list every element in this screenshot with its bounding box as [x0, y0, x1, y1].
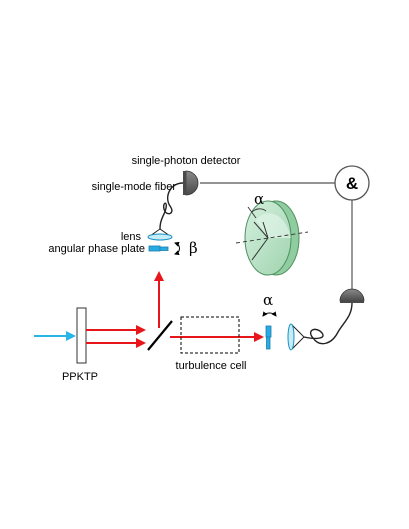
- angular-phase-plate-label: angular phase plate: [48, 243, 145, 255]
- coincidence-wires: [200, 182, 353, 290]
- crystal-label: PPKTP: [62, 371, 98, 383]
- single-mode-fiber-label: single-mode fiber: [92, 181, 177, 193]
- lens-right-icon: [287, 323, 295, 351]
- single-photon-detector-top: [183, 170, 199, 196]
- angular-phase-plate-icon: [265, 325, 272, 338]
- lens-label: lens: [121, 231, 142, 243]
- beta-label: β: [189, 239, 198, 257]
- fiber-coupler-right: [287, 323, 305, 351]
- turbulence-cell-label: turbulence cell: [176, 360, 247, 372]
- single-mode-fiber-right: [303, 302, 353, 345]
- single-photon-detector-label: single-photon detector: [132, 155, 241, 167]
- angular-phase-plate-top: [148, 241, 180, 256]
- single-photon-detector-icon: [339, 288, 365, 302]
- coincidence-label: &: [346, 174, 358, 193]
- lens-icon: [147, 233, 173, 241]
- rotation-arrow-icon: [174, 241, 180, 256]
- photon-beams: [86, 271, 264, 348]
- alpha-plate-label: α: [263, 291, 273, 309]
- turbulence-cell: [180, 316, 240, 354]
- single-photon-detector-icon: [185, 170, 199, 196]
- coincidence-counter-icon: [334, 165, 370, 201]
- fiber-coupler-top: [147, 228, 173, 241]
- coincidence-counter: &: [334, 165, 370, 201]
- ppktp-crystal-icon: [76, 307, 87, 364]
- angular-phase-plate-icon: [148, 245, 161, 252]
- phase-plate-disk: [235, 200, 309, 276]
- single-photon-detector-right: [339, 288, 365, 303]
- alpha-disk-label: α: [254, 190, 264, 208]
- beam-splitter-icon: [147, 320, 173, 351]
- rotation-arrow-icon: [262, 311, 277, 317]
- single-mode-fiber: [159, 182, 184, 230]
- angular-phase-plate-right: [262, 311, 277, 350]
